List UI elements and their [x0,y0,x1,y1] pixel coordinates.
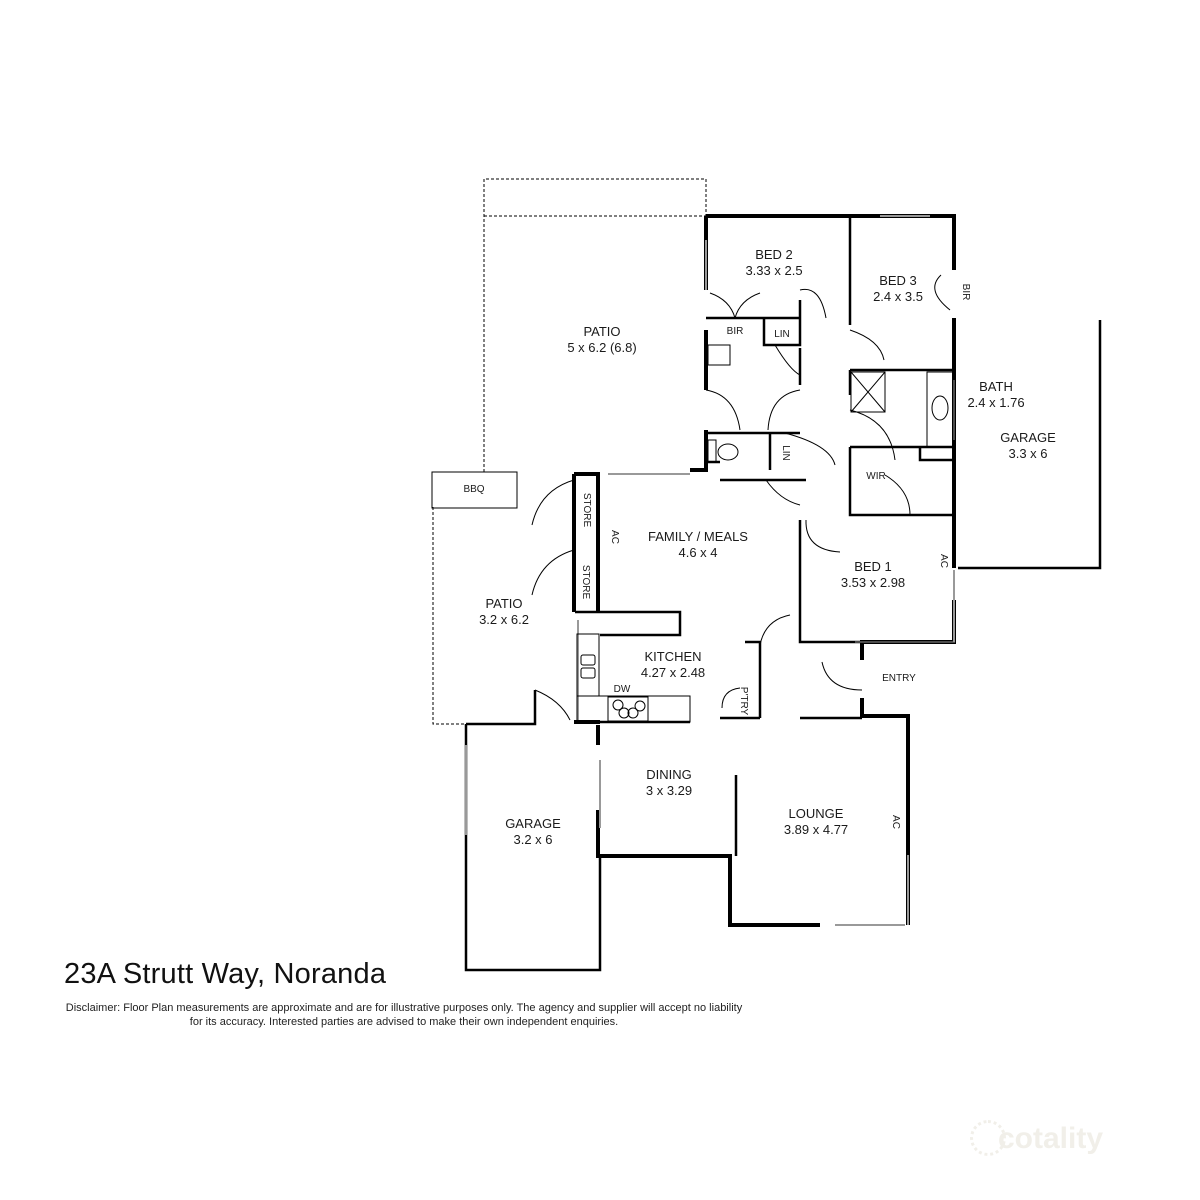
label-ptry: P'TRY [738,686,749,716]
room-name: GARAGE [505,816,561,831]
patio-top-outline [483,178,707,472]
room-size: 3.89 x 4.77 [783,822,849,837]
room-size: 3.2 x 6.2 [479,612,529,627]
room-name: PATIO [583,324,621,339]
room-size: 3.3 x 6 [1008,446,1048,461]
label-lin-2: LIN [780,445,791,461]
room-name: BATH [979,379,1013,394]
room-name: BED 1 [854,559,892,574]
room-name: KITCHEN [644,649,702,664]
room-size: 4.27 x 2.48 [640,665,706,680]
room-size: 3.33 x 2.5 [745,263,803,278]
label-bbq: BBQ [463,484,485,495]
label-bir-bed2: BIR [726,326,744,337]
bbq-unit [431,471,518,509]
property-address: 23A Strutt Way, Noranda [64,958,387,990]
label-entry: ENTRY [882,673,916,684]
room-size: 2.4 x 3.5 [873,289,923,304]
label-ac-family: AC [609,530,620,544]
label-ac-lounge: AC [890,815,901,829]
room-size: 3 x 3.29 [645,783,693,798]
label-lin-1: LIN [774,329,790,340]
label-ac-bed1: AC [938,554,949,568]
room-name: GARAGE [1000,430,1056,445]
room-name: LOUNGE [788,806,844,821]
label-store-1: STORE [581,492,592,528]
room-size: 3.2 x 6 [513,832,553,847]
room-size: 3.53 x 2.98 [840,575,906,590]
label-dw: DW [613,684,631,695]
label-bir-bed3: BIR [960,283,971,301]
brand-globe-icon [970,1120,1006,1156]
room-name: BED 2 [755,247,793,262]
room-name: BED 3 [879,273,917,288]
disclaimer: Disclaimer: Floor Plan measurements are … [65,1002,743,1028]
brand-logo: cotality [998,1122,1104,1155]
room-size: 4.6 x 4 [678,545,718,560]
room-name: FAMILY / MEALS [648,529,748,544]
room-size: 2.4 x 1.76 [967,395,1025,410]
room-name: PATIO [485,596,523,611]
room-name: DINING [646,767,692,782]
label-wir: WIR [866,471,886,482]
label-store-2: STORE [580,564,591,600]
room-size: 5 x 6.2 (6.8) [567,340,637,355]
